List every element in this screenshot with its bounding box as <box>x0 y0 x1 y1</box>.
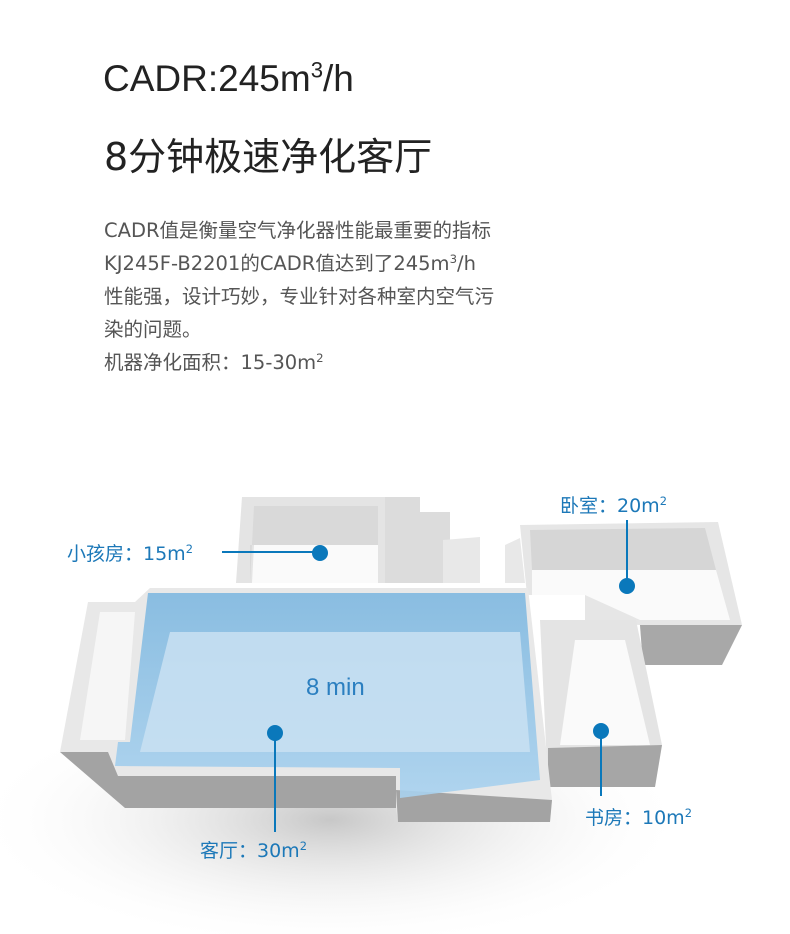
room-name: 卧室：20m <box>560 495 660 517</box>
room-name: 书房：10m <box>585 807 685 829</box>
title-text: CADR:245m <box>103 58 311 99</box>
study-dot <box>593 723 609 739</box>
bedroom <box>520 522 742 665</box>
kids-room-label: 小孩房：15m2 <box>67 539 193 566</box>
subtitle: 8分钟极速净化客厅 <box>104 135 433 179</box>
living-room-dot <box>267 725 283 741</box>
bedroom-label: 卧室：20m2 <box>560 491 667 518</box>
room-sup: 2 <box>185 542 193 557</box>
desc-line: KJ245F-B2201的CADR值达到了245m3/h <box>104 247 494 280</box>
kids-room-dot <box>312 545 328 561</box>
room-name: 客厅：30m <box>200 840 300 862</box>
room-name: 小孩房：15m <box>67 543 186 565</box>
living-room-label: 客厅：30m2 <box>200 836 307 863</box>
cadr-title: CADR:245m3/h <box>103 58 354 100</box>
desc-sup: 3 <box>449 251 457 266</box>
room-sup: 2 <box>659 494 667 509</box>
room-sup: 2 <box>684 806 692 821</box>
desc-text: 机器净化面积：15-30m <box>104 351 317 374</box>
desc-text: KJ245F-B2201的CADR值达到了245m <box>104 252 450 275</box>
desc-line: 性能强，设计巧妙，专业针对各种室内空气污 <box>104 285 495 308</box>
desc-text: /h <box>457 252 476 275</box>
room-sup: 2 <box>299 839 307 854</box>
study <box>540 620 662 787</box>
kids-room <box>236 497 525 583</box>
title-unit: /h <box>323 58 354 99</box>
living-room <box>60 588 552 822</box>
title-superscript: 3 <box>310 57 324 83</box>
bedroom-dot <box>619 578 635 594</box>
desc-line: 染的问题。 <box>104 318 202 341</box>
purify-time-label: 8 min <box>306 674 365 701</box>
description: CADR值是衡量空气净化器性能最重要的指标 KJ245F-B2201的CADR值… <box>104 214 494 379</box>
desc-line: 机器净化面积：15-30m2 <box>104 346 494 379</box>
desc-line: CADR值是衡量空气净化器性能最重要的指标 <box>104 219 492 242</box>
desc-sup: 2 <box>316 350 324 365</box>
study-label: 书房：10m2 <box>585 803 692 830</box>
